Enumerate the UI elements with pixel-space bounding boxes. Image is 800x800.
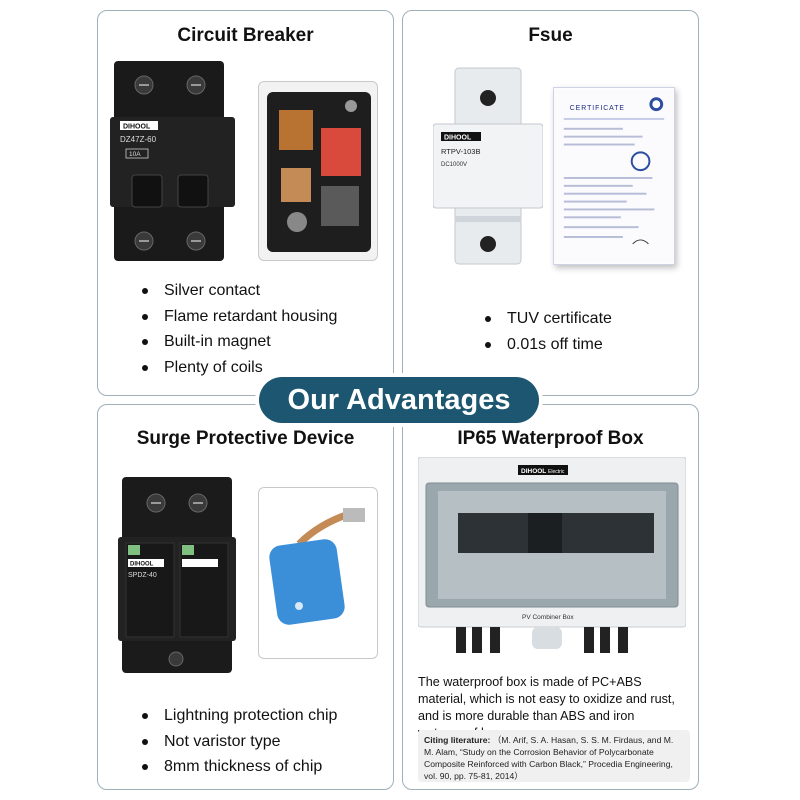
panel-fuse: Fsue DIHOOL RTPV-103B DC1000V CERTIFICAT… <box>402 10 699 396</box>
panel-title: Surge Protective Device <box>136 428 355 449</box>
citation-box: Citing literature: （M. Arif, S. A. Hasan… <box>418 730 690 782</box>
feature-item: 0.01s off time <box>481 332 612 358</box>
breaker-feature-list: Silver contact Flame retardant housing B… <box>138 278 337 380</box>
lightning-chip-image <box>258 487 378 659</box>
feature-item: Plenty of coils <box>138 355 337 381</box>
panel-surge-protective-device: Surge Protective Device DIHOOL SPDZ-40 L… <box>97 404 394 790</box>
breaker-model-label: DZ47Z-60 <box>120 135 157 144</box>
spd-model-label: SPDZ-40 <box>128 572 157 579</box>
panel-waterproof-box: IP65 Waterproof Box DIHOOL Electric PV C… <box>402 404 699 790</box>
combiner-box-image: DIHOOL Electric PV Combiner Box <box>418 457 686 653</box>
citation-text: （M. Arif, S. A. Hasan, S. S. M. Firdaus,… <box>424 735 674 781</box>
feature-item: Not varistor type <box>138 729 337 755</box>
certificate-heading: CERTIFICATE <box>570 105 625 112</box>
feature-item: TUV certificate <box>481 306 612 332</box>
breaker-rating-label: 10A <box>129 151 141 158</box>
feature-item: Silver contact <box>138 278 337 304</box>
panel-title: Fsue <box>528 25 573 46</box>
feature-item: Flame retardant housing <box>138 304 337 330</box>
feature-item: 8mm thickness of chip <box>138 754 337 780</box>
spd-product-image: DIHOOL SPDZ-40 <box>118 477 236 673</box>
panel-title: Circuit Breaker <box>177 25 314 46</box>
feature-item: Built-in magnet <box>138 329 337 355</box>
box-brand-label: DIHOOL <box>521 468 546 475</box>
panel-title: IP65 Waterproof Box <box>457 428 644 449</box>
spd-feature-list: Lightning protection chip Not varistor t… <box>138 703 337 780</box>
breaker-internal-photo <box>258 81 378 261</box>
panel-circuit-breaker: Circuit Breaker DIHOOL DZ47Z-60 10A S <box>97 10 394 396</box>
box-brand-suffix: Electric <box>548 469 565 475</box>
feature-item: Lightning protection chip <box>138 703 337 729</box>
fuse-voltage-label: DC1000V <box>441 162 467 168</box>
tuv-certificate-image: CERTIFICATE <box>553 87 675 265</box>
fuse-feature-list: TUV certificate 0.01s off time <box>481 306 612 357</box>
citation-label: Citing literature: <box>424 735 491 745</box>
breaker-product-image: DIHOOL DZ47Z-60 10A <box>110 61 235 261</box>
fuse-brand-label: DIHOOL <box>444 135 472 142</box>
our-advantages-banner: Our Advantages <box>259 377 539 423</box>
spd-brand-label: DIHOOL <box>130 562 154 568</box>
fuse-model-label: RTPV-103B <box>441 147 480 156</box>
box-label: PV Combiner Box <box>522 614 574 621</box>
breaker-brand-label: DIHOOL <box>123 124 151 131</box>
fuse-holder-image: DIHOOL RTPV-103B DC1000V <box>433 67 543 265</box>
